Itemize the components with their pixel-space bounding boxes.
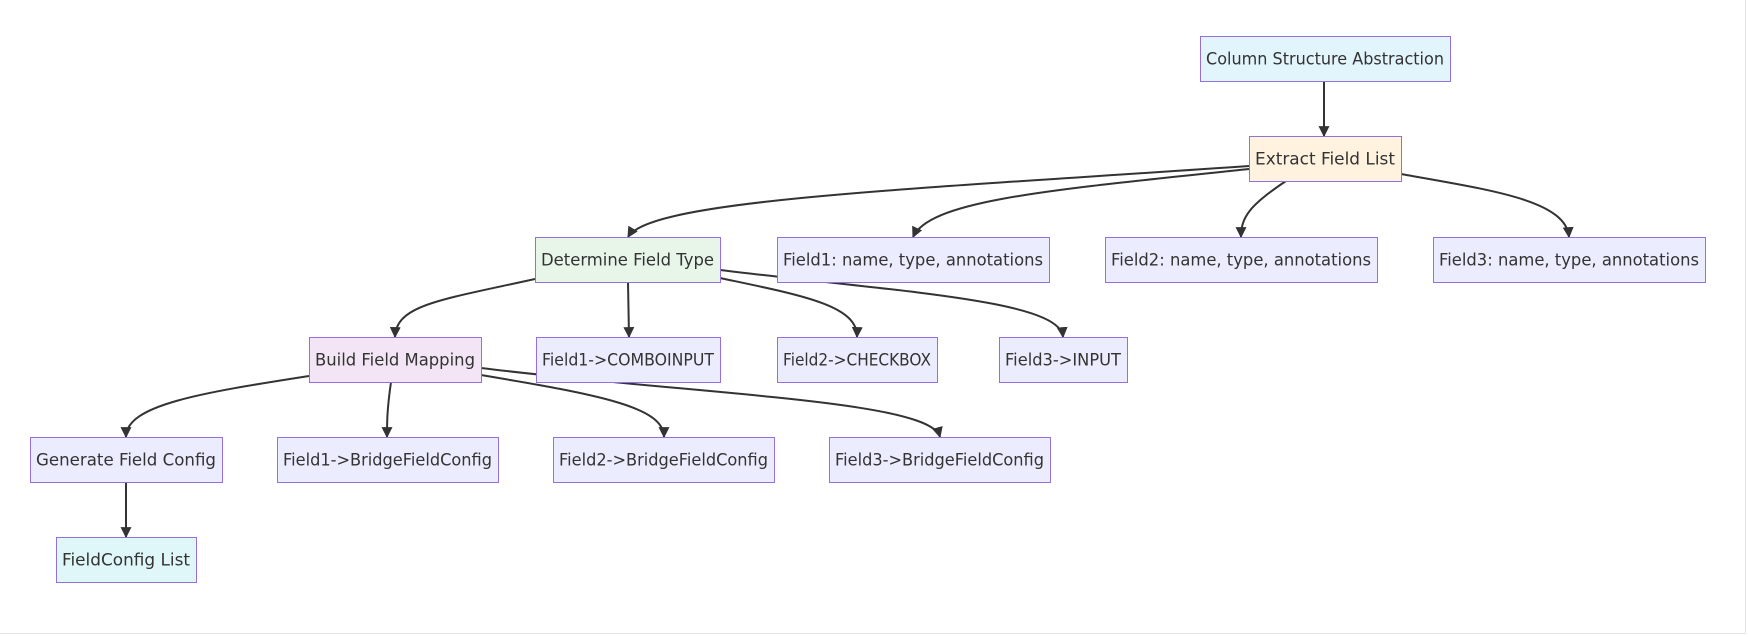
node-gen: Generate Field Config xyxy=(30,437,223,483)
node-f2info: Field2: name, type, annotations xyxy=(1105,237,1378,283)
node-label-gen: Generate Field Config xyxy=(36,451,216,471)
node-label-extract: Extract Field List xyxy=(1255,150,1395,170)
node-f2type: Field2->CHECKBOX xyxy=(777,337,938,383)
node-extract: Extract Field List xyxy=(1249,136,1402,182)
node-box-f1cfg xyxy=(277,437,499,483)
node-box-f3info xyxy=(1433,237,1706,283)
node-start: Column Structure Abstraction xyxy=(1200,36,1451,82)
node-label-f3info: Field3: name, type, annotations xyxy=(1439,251,1699,271)
node-box-f1type xyxy=(536,337,721,383)
node-label-f2info: Field2: name, type, annotations xyxy=(1111,251,1371,271)
node-f1info: Field1: name, type, annotations xyxy=(777,237,1050,283)
node-label-determine: Determine Field Type xyxy=(541,251,714,271)
node-box-f3cfg xyxy=(829,437,1051,483)
node-f2cfg: Field2->BridgeFieldConfig xyxy=(553,437,775,483)
node-label-f2type: Field2->CHECKBOX xyxy=(783,351,931,371)
node-box-f2cfg xyxy=(553,437,775,483)
edge-extract-to-f3info xyxy=(1400,173,1574,239)
node-label-f2cfg: Field2->BridgeFieldConfig xyxy=(559,451,768,471)
edge-build-to-f2cfg xyxy=(480,374,670,439)
edges-layer xyxy=(120,81,1574,539)
node-label-build: Build Field Mapping xyxy=(315,351,475,371)
node-label-f1type: Field1->COMBOINPUT xyxy=(542,351,715,371)
node-label-start: Column Structure Abstraction xyxy=(1206,50,1444,70)
edge-determine-to-build xyxy=(389,278,536,339)
node-box-f3type xyxy=(999,337,1128,383)
node-box-f2info xyxy=(1105,237,1378,283)
frame-border-right xyxy=(1745,0,1746,634)
node-box-f2type xyxy=(777,337,938,383)
edge-build-to-gen xyxy=(120,375,310,439)
node-f3type: Field3->INPUT xyxy=(999,337,1128,383)
node-list: FieldConfig List xyxy=(56,537,197,583)
node-f3info: Field3: name, type, annotations xyxy=(1433,237,1706,283)
edge-determine-to-f2type xyxy=(719,277,863,339)
node-label-f1info: Field1: name, type, annotations xyxy=(783,251,1043,271)
node-box-gen xyxy=(30,437,223,483)
edge-extract-to-determine xyxy=(627,165,1250,238)
node-box-start xyxy=(1200,36,1451,82)
node-f1type: Field1->COMBOINPUT xyxy=(536,337,721,383)
node-label-list: FieldConfig List xyxy=(62,551,190,571)
edge-extract-to-f2info xyxy=(1235,180,1287,239)
edge-build-to-f1cfg xyxy=(381,381,393,439)
node-box-build xyxy=(309,337,482,383)
node-label-f1cfg: Field1->BridgeFieldConfig xyxy=(283,451,492,471)
edge-extract-to-f1info xyxy=(912,168,1250,238)
edge-determine-to-f1type xyxy=(623,281,635,339)
node-box-list xyxy=(56,537,197,583)
node-f1cfg: Field1->BridgeFieldConfig xyxy=(277,437,499,483)
node-f3cfg: Field3->BridgeFieldConfig xyxy=(829,437,1051,483)
node-box-extract xyxy=(1249,136,1402,182)
node-build: Build Field Mapping xyxy=(309,337,482,383)
node-box-determine xyxy=(535,237,721,283)
node-box-f1info xyxy=(777,237,1050,283)
node-determine: Determine Field Type xyxy=(535,237,721,283)
node-label-f3type: Field3->INPUT xyxy=(1005,351,1122,371)
node-label-f3cfg: Field3->BridgeFieldConfig xyxy=(835,451,1044,471)
